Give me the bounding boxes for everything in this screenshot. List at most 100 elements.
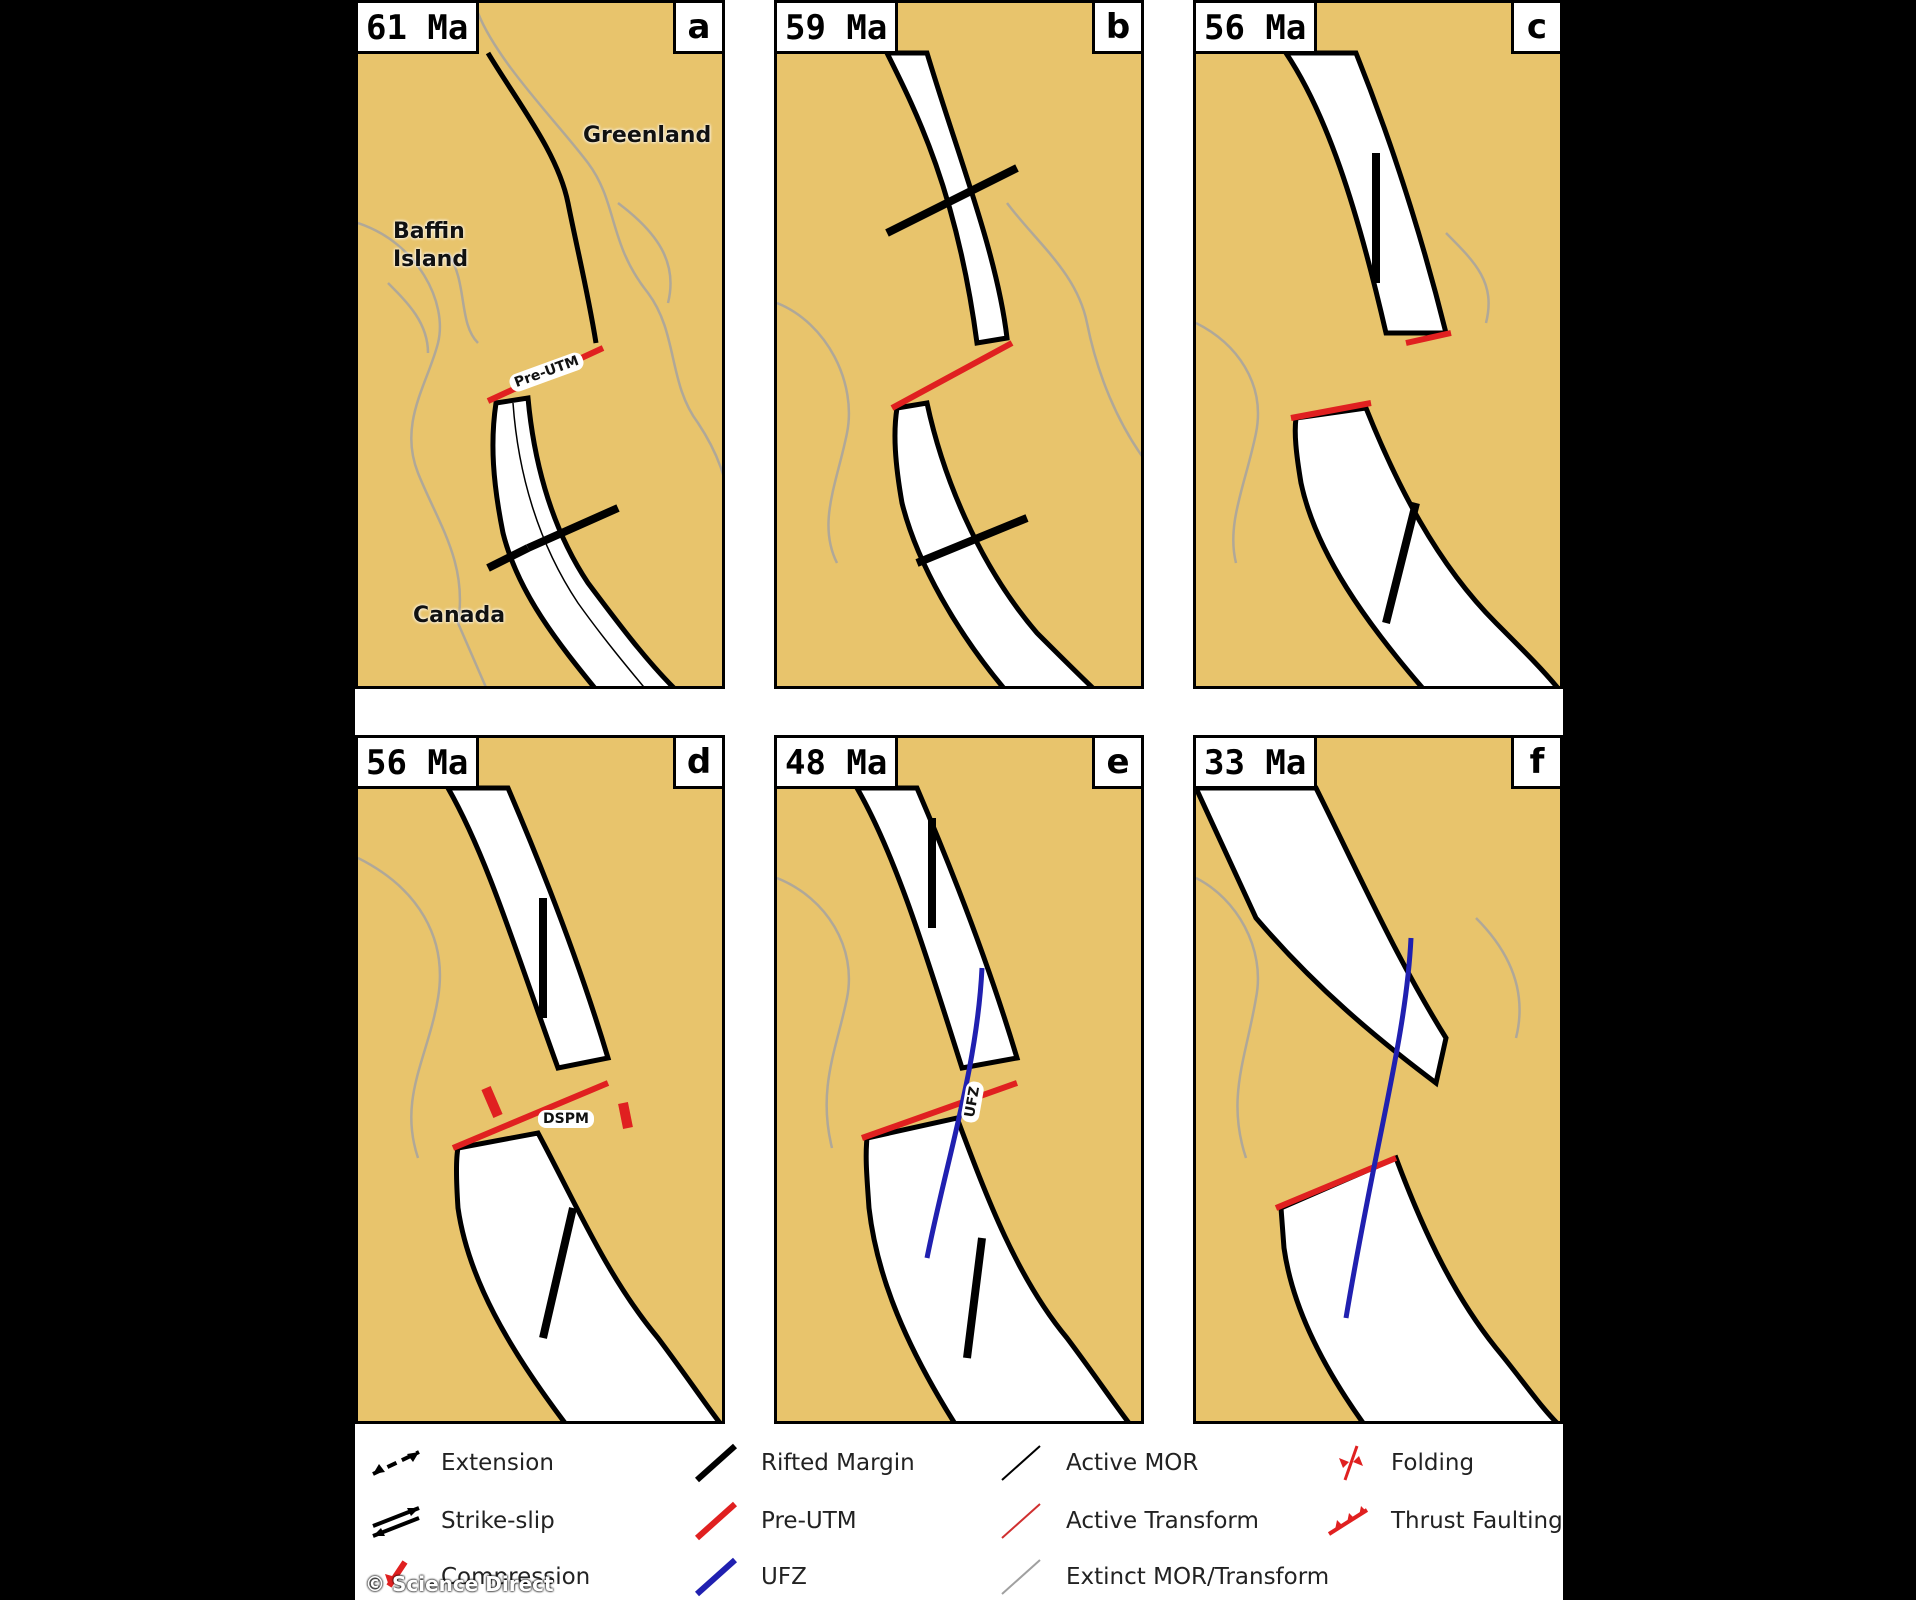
- panel-c: 56 Ma c: [1193, 0, 1563, 689]
- legend-label: Active Transform: [1066, 1508, 1259, 1534]
- extension-arrow: [963, 1237, 986, 1359]
- panel-letter: e: [1092, 738, 1141, 789]
- legend-label: Extension: [441, 1450, 554, 1476]
- ufz-line: [1343, 937, 1414, 1319]
- legend-item-extension: Extension: [365, 1440, 554, 1486]
- ocean-basin: [1281, 50, 1450, 336]
- coastline-outline: [358, 856, 442, 1159]
- age-label: 56 Ma: [358, 738, 480, 789]
- panel-b: 59 Ma b: [774, 0, 1144, 689]
- panel-letter: a: [673, 3, 722, 54]
- rifted-margin-line-icon: [694, 1443, 738, 1483]
- greenland-label: Greenland: [583, 123, 712, 148]
- panel-a-map: [358, 12, 722, 686]
- ocean-basin: [882, 50, 1010, 346]
- legend-item-extinct-mor-transform: Extinct MOR/Transform: [990, 1554, 1329, 1600]
- legend-item-folding: Folding: [1315, 1440, 1474, 1486]
- panel-b-map: [777, 50, 1141, 686]
- pre-utm-line: [860, 1080, 1019, 1141]
- baffin-island-label: Baffin Island: [393, 219, 469, 272]
- watermark: © Science Direct: [365, 1572, 554, 1596]
- panel-letter: d: [673, 738, 722, 789]
- extension-arrow: [486, 544, 530, 572]
- ocean-basin: [1278, 1154, 1559, 1421]
- panel-f: 33 Ma f: [1193, 735, 1563, 1424]
- age-label: 33 Ma: [1196, 738, 1318, 789]
- legend-label: Active MOR: [1066, 1450, 1199, 1476]
- pre-utm-line: [1290, 400, 1372, 421]
- ufz-line-icon: [694, 1557, 738, 1597]
- panel-letter: f: [1511, 738, 1560, 789]
- thrust-faulting-symbol-icon: [1327, 1506, 1369, 1536]
- legend-label: Pre-UTM: [761, 1508, 857, 1534]
- ocean-basin: [490, 395, 676, 686]
- rifted-margin: [485, 51, 599, 344]
- coastline-outline: [1196, 232, 1490, 564]
- coastline-outline: [387, 202, 672, 354]
- canada-label: Canada: [413, 603, 506, 628]
- legend-label: Thrust Faulting: [1391, 1508, 1563, 1534]
- ocean-basin: [852, 785, 1021, 1071]
- legend-item-strike-slip: Strike-slip: [365, 1498, 555, 1544]
- ocean-basin: [863, 1115, 1131, 1421]
- age-label: 48 Ma: [777, 738, 899, 789]
- legend-label: Strike-slip: [441, 1508, 555, 1534]
- panel-d: 56 Ma d DSPM: [355, 735, 725, 1424]
- legend-item-ufz: UFZ: [685, 1554, 807, 1600]
- coastline-outline: [777, 876, 851, 1149]
- legend-label: UFZ: [761, 1564, 807, 1590]
- legend-item-rifted-margin: Rifted Margin: [685, 1440, 915, 1486]
- legend-item-pre-utm: Pre-UTM: [685, 1498, 857, 1544]
- coastline-outline: [358, 12, 722, 686]
- panel-d-map: [358, 785, 722, 1421]
- legend-item-thrust-faulting: Thrust Faulting: [1315, 1498, 1563, 1544]
- legend-label: Folding: [1391, 1450, 1475, 1476]
- active-mor-line-icon: [1001, 1445, 1041, 1481]
- active-mor-line: [512, 402, 644, 686]
- age-label: 61 Ma: [358, 3, 480, 54]
- extension-arrow: [539, 1207, 577, 1339]
- legend-label: Compression: [441, 1564, 591, 1590]
- panel-e: 48 Ma e UFZ: [774, 735, 1144, 1424]
- extension-arrow: [1382, 502, 1420, 624]
- legend-label: Extinct MOR/Transform: [1066, 1564, 1330, 1590]
- legend: Extension Strike-slip Compression Rifted…: [355, 1420, 1563, 1600]
- pre-utm-line: [890, 340, 1014, 411]
- legend-label: Rifted Margin: [761, 1450, 915, 1476]
- panel-f-map: [1196, 785, 1559, 1421]
- coastline-outline: [777, 202, 1141, 564]
- pre-utm-line: [451, 1080, 610, 1151]
- compression-arrow: [618, 1102, 633, 1129]
- ocean-basin: [443, 785, 612, 1071]
- extension-arrow: [526, 504, 620, 552]
- folding-symbol-icon: [1339, 1445, 1363, 1481]
- ocean-basin: [1196, 785, 1449, 1088]
- panel-a: 61 Ma a Greenland Baffin Island Canada P…: [355, 0, 725, 689]
- extinct-mor-transform-line-icon: [1001, 1559, 1041, 1595]
- compression-arrow-icon: [385, 1560, 408, 1588]
- age-label: 56 Ma: [1196, 3, 1318, 54]
- panel-c-map: [1196, 50, 1560, 686]
- compression-arrow: [481, 1086, 503, 1118]
- coastline-outline: [1196, 876, 1521, 1159]
- ocean-basin: [454, 1130, 722, 1421]
- pre-utm-line-icon: [694, 1501, 738, 1541]
- ufz-line: [924, 967, 985, 1259]
- panel-letter: c: [1511, 3, 1560, 54]
- extension-arrows-icon: [372, 1450, 420, 1476]
- dspm-label: DSPM: [538, 1110, 594, 1128]
- legend-item-active-transform: Active Transform: [990, 1498, 1259, 1544]
- ocean-basin: [1292, 405, 1560, 686]
- panel-e-map: [777, 785, 1131, 1421]
- extension-arrow: [915, 514, 1029, 567]
- age-label: 59 Ma: [777, 3, 899, 54]
- figure-card: 61 Ma a Greenland Baffin Island Canada P…: [355, 0, 1563, 1600]
- legend-item-active-mor: Active MOR: [990, 1440, 1198, 1486]
- extension-arrow: [885, 164, 1019, 237]
- legend-item-compression: Compression: [365, 1554, 590, 1600]
- panel-letter: b: [1092, 3, 1141, 54]
- pre-utm-line: [1405, 330, 1452, 346]
- active-transform-line-icon: [1001, 1503, 1041, 1539]
- ocean-basin: [892, 400, 1095, 686]
- strike-slip-arrows-icon: [372, 1506, 420, 1538]
